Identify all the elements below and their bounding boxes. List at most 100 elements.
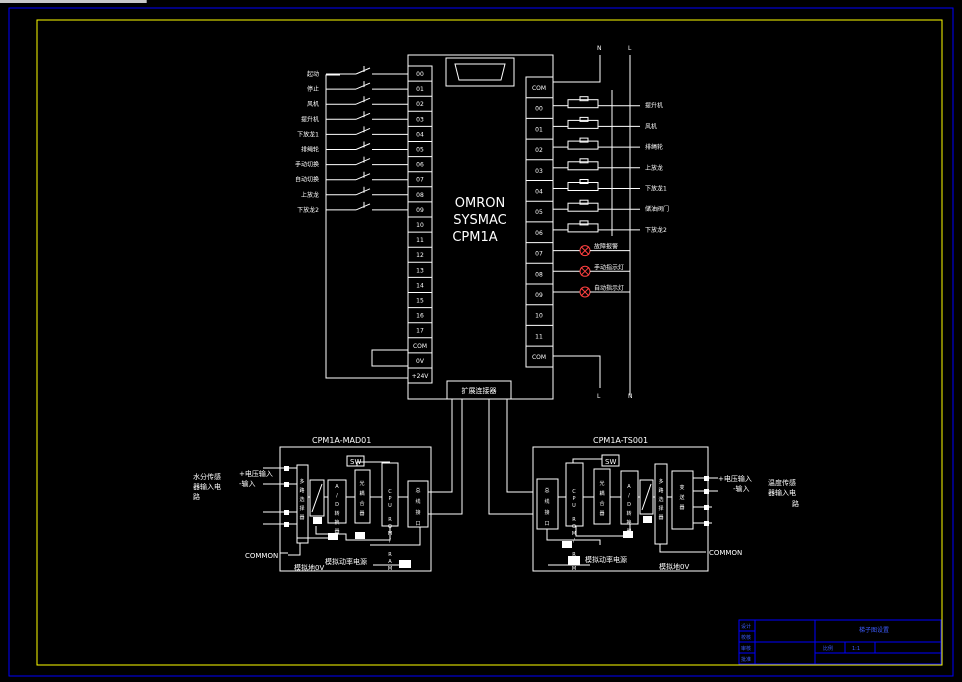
- output-terminal: 02: [535, 147, 543, 154]
- title-block-scale-label: 比例: [823, 645, 833, 652]
- ts001-block-label: 变送器: [679, 484, 684, 511]
- indicator-lamps: [553, 245, 630, 298]
- input-terminal-labels: 00 01 02 03 04 05 06 07 08 09 10 11 12 1…: [412, 71, 430, 380]
- output-label: 提升机: [645, 102, 663, 110]
- output-relay: [553, 220, 640, 233]
- title-block-title: 梯子图设置: [859, 626, 889, 634]
- lamp-label: 自动指示灯: [594, 284, 624, 292]
- input-label: 下放龙1: [297, 130, 319, 138]
- input-switch: [326, 171, 408, 181]
- input-terminal: 03: [416, 116, 424, 123]
- title-block-row: 设计: [741, 623, 751, 630]
- power-n-bottom: N: [628, 393, 633, 400]
- output-terminal-labels: COM 00 01 02 03 04 05 06 07 08 09 10 11 …: [532, 85, 546, 361]
- input-label: 风机: [307, 100, 319, 108]
- output-terminal: 05: [535, 209, 543, 216]
- output-terminal: 08: [535, 271, 543, 278]
- output-terminal: 01: [535, 126, 543, 133]
- input-switch: [326, 126, 408, 135]
- mad01-input-plus: +电压输入: [239, 469, 273, 478]
- input-switch: [326, 156, 408, 166]
- mad01-block-mux: [296, 464, 309, 544]
- output-terminal: 06: [535, 230, 543, 237]
- ts001-input-minus: -输入: [733, 484, 750, 493]
- output-terminal: COM: [532, 85, 546, 92]
- output-relay: [553, 96, 640, 109]
- mad01-input-minus: -输入: [239, 479, 256, 488]
- ts001-block-label: 总线接口: [544, 487, 549, 527]
- output-terminal: 10: [535, 313, 543, 320]
- lamp-label: 故障报警: [594, 243, 618, 251]
- mad01-block-label: 多路选择器: [299, 478, 304, 521]
- output-terminal: 07: [535, 251, 543, 258]
- indicator-lamp-icon: [553, 286, 630, 298]
- output-terminal: 04: [535, 189, 543, 196]
- output-terminal-dividers: [526, 97, 553, 347]
- input-label: 排绳轮: [301, 146, 319, 154]
- window-top-bar: [0, 0, 147, 3]
- mad01-block-label: 光耦合器: [359, 480, 364, 517]
- plc-model: CPM1A: [452, 230, 497, 245]
- output-terminal: 11: [535, 333, 543, 340]
- ts001-block-label: 光耦合器: [599, 480, 604, 517]
- mad01-block-adc: [327, 479, 347, 524]
- input-switch: [326, 96, 408, 105]
- ts001-sensor-line2: 器输入电: [768, 488, 796, 497]
- output-label: 下放龙1: [645, 185, 667, 193]
- output-label: 上放龙: [645, 164, 663, 172]
- output-load-labels: 提升机 风机 排绳轮 上放龙 下放龙1 储油阀门 下放龙2: [645, 102, 669, 234]
- mad01-title: CPM1A-MAD01: [312, 436, 371, 445]
- input-terminal: 13: [416, 267, 424, 274]
- mad01-common: COMMON: [245, 552, 278, 560]
- output-relay: [553, 179, 640, 191]
- power-n-top: N: [597, 45, 602, 52]
- output-terminal: COM: [532, 354, 546, 361]
- ts001-sensor-line3: 路: [792, 499, 799, 508]
- input-label: 手动切换: [295, 161, 319, 169]
- output-terminal: 03: [535, 168, 543, 175]
- output-coil-wiring: [553, 96, 640, 233]
- input-switch: [326, 186, 408, 196]
- title-block-row: 校核: [741, 634, 751, 641]
- input-terminal: 07: [416, 177, 424, 184]
- input-terminal-dividers: [408, 80, 432, 369]
- output-relay: [553, 137, 640, 150]
- input-label: 起动: [307, 70, 319, 78]
- input-terminal: 0V: [416, 358, 425, 365]
- input-terminal: 00: [416, 71, 424, 78]
- input-common-loop: [325, 74, 408, 379]
- input-label: 下放龙2: [297, 206, 319, 214]
- output-label: 下放龙2: [645, 226, 667, 234]
- ts001-input-plus: +电压输入: [718, 474, 752, 483]
- input-label: 停止: [307, 85, 319, 93]
- title-block-row: 批准: [741, 656, 751, 663]
- input-switch: [326, 201, 408, 211]
- input-terminal: 08: [416, 192, 424, 199]
- input-terminal: 16: [416, 313, 424, 320]
- title-block: [738, 619, 942, 665]
- mad01-sensor-line1: 水分传感: [193, 472, 221, 481]
- lamp-label: 手动指示灯: [594, 263, 624, 271]
- ts001-block-transmitter: [671, 470, 694, 530]
- mad01-analog-ground: 模拟地0V: [294, 563, 324, 572]
- input-terminal: 15: [416, 298, 424, 305]
- expansion-bus-lines: [428, 399, 533, 515]
- expansion-connector-label: 扩展连接器: [462, 386, 497, 395]
- lamp-labels: 故障报警 手动指示灯 自动指示灯: [594, 243, 624, 292]
- power-l-top: L: [628, 45, 632, 52]
- input-terminal: 10: [416, 222, 424, 229]
- output-relay: [553, 116, 640, 129]
- input-terminal: 11: [416, 237, 424, 244]
- output-terminal: 09: [535, 292, 543, 299]
- indicator-lamp-icon: [553, 245, 630, 257]
- input-switch: [326, 81, 408, 90]
- input-label: 自动切换: [295, 176, 319, 184]
- mad01-analog-supply: 模拟动率电源: [325, 557, 367, 566]
- output-terminal: 00: [535, 106, 543, 113]
- input-switch: [326, 111, 408, 120]
- ts001-analog-ground: 模拟地0V: [659, 562, 689, 571]
- ts001-sw: SW: [605, 458, 616, 466]
- input-terminal: 06: [416, 162, 424, 169]
